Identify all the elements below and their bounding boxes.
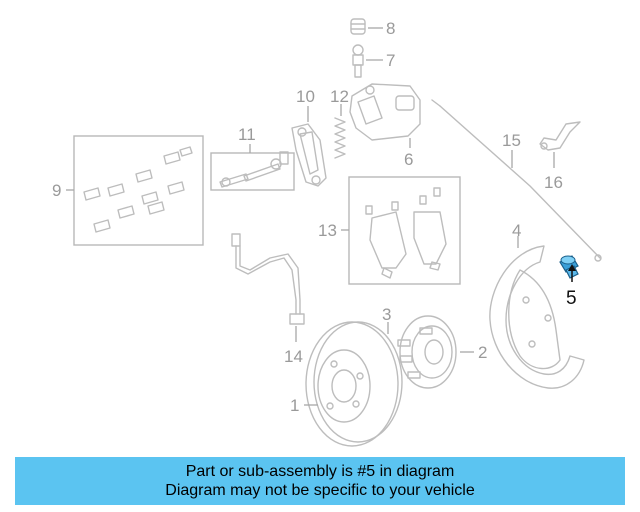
part-11-guide-pins [219, 151, 289, 188]
banner-line-1: Part or sub-assembly is #5 in diagram [185, 463, 455, 480]
callout-9: 9 [52, 181, 61, 200]
part-13-pads [365, 187, 447, 279]
part-9-clips [83, 146, 193, 233]
callout-1: 1 [290, 396, 299, 415]
callout-2: 2 [478, 343, 487, 362]
part-7-bleeder [352, 44, 364, 78]
callout-10: 10 [296, 87, 315, 106]
part-15-cable [431, 99, 602, 262]
callout-16: 16 [544, 173, 563, 192]
banner-line-2: Diagram may not be specific to your vehi… [165, 482, 475, 499]
info-banner: Part or sub-assembly is #5 in diagram Di… [15, 457, 625, 505]
callout-13: 13 [318, 221, 337, 240]
part-14-brake-hose [231, 233, 305, 325]
part-4-backing-plate [489, 245, 585, 389]
callout-12: 12 [330, 87, 349, 106]
part-1-rotor [305, 321, 403, 447]
part-10-caliper-bracket [291, 123, 327, 187]
box-11 [210, 152, 295, 191]
part-12-spring [334, 117, 346, 159]
callout-5[interactable]: 5 [566, 288, 577, 309]
callout-8: 8 [386, 19, 395, 38]
callout-7: 7 [386, 51, 395, 70]
callout-3: 3 [382, 305, 391, 324]
callout-6: 6 [404, 150, 413, 169]
part-16-bracket [539, 121, 581, 151]
callout-14: 14 [284, 347, 303, 366]
part-8-boot [350, 18, 366, 35]
part-5-bolt-highlighted[interactable] [559, 255, 579, 279]
callout-15: 15 [502, 131, 521, 150]
part-2-hub [397, 315, 457, 389]
part-6-caliper [349, 83, 421, 141]
callout-11: 11 [238, 125, 256, 144]
callout-4: 4 [512, 221, 521, 240]
leader-5-arrow [568, 264, 576, 271]
